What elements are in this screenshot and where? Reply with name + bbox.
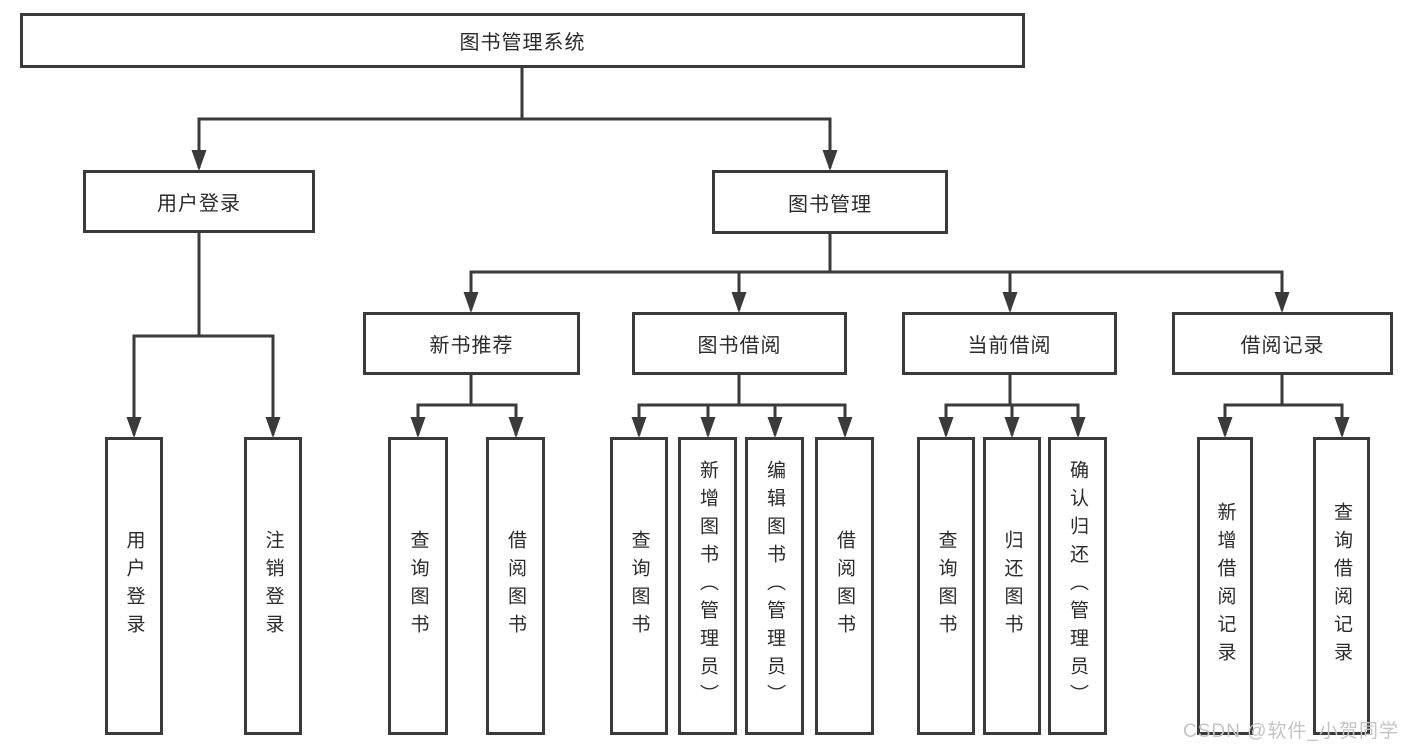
leaf-borrow-books-recommend: 借阅图书 <box>486 437 545 735</box>
node-root-system: 图书管理系统 <box>20 13 1025 68</box>
leaf-query-books-recommend: 查询图书 <box>388 437 448 735</box>
leaf-add-borrow-record: 新增借阅记录 <box>1197 437 1253 735</box>
leaf-edit-books-admin: 编辑图书（管理员） <box>745 437 804 735</box>
leaf-query-borrow-record: 查询借阅记录 <box>1313 437 1370 735</box>
node-new-book-recommend: 新书推荐 <box>363 312 580 375</box>
leaf-query-books-borrowing: 查询图书 <box>610 437 668 735</box>
node-borrowing-records: 借阅记录 <box>1172 312 1393 375</box>
edge-recommend-to-leaves <box>409 373 525 440</box>
node-user-login-branch: 用户登录 <box>83 170 315 233</box>
leaf-user-login: 用户登录 <box>105 437 163 735</box>
edge-records-to-leaves <box>1216 373 1351 440</box>
leaf-borrow-books: 借阅图书 <box>815 437 874 735</box>
leaf-return-books: 归还图书 <box>983 437 1041 735</box>
leaf-confirm-return-admin: 确认归还（管理员） <box>1048 437 1107 735</box>
edge-user-login-to-leaves <box>125 231 282 440</box>
edge-borrowing-to-leaves <box>630 373 854 440</box>
node-book-management-branch: 图书管理 <box>712 170 948 234</box>
leaf-query-books-current: 查询图书 <box>917 437 975 735</box>
csdn-watermark: CSDN @软件_小贺同学 <box>1183 721 1399 742</box>
leaf-logout: 注销登录 <box>244 437 302 735</box>
edge-book-management-to-sections <box>462 232 1291 315</box>
leaf-add-books-admin: 新增图书（管理员） <box>678 437 737 735</box>
edge-root-to-branches <box>190 66 839 173</box>
node-book-borrowing: 图书借阅 <box>632 312 847 375</box>
edge-current-to-leaves <box>937 373 1087 440</box>
node-current-borrowing: 当前借阅 <box>902 312 1117 375</box>
